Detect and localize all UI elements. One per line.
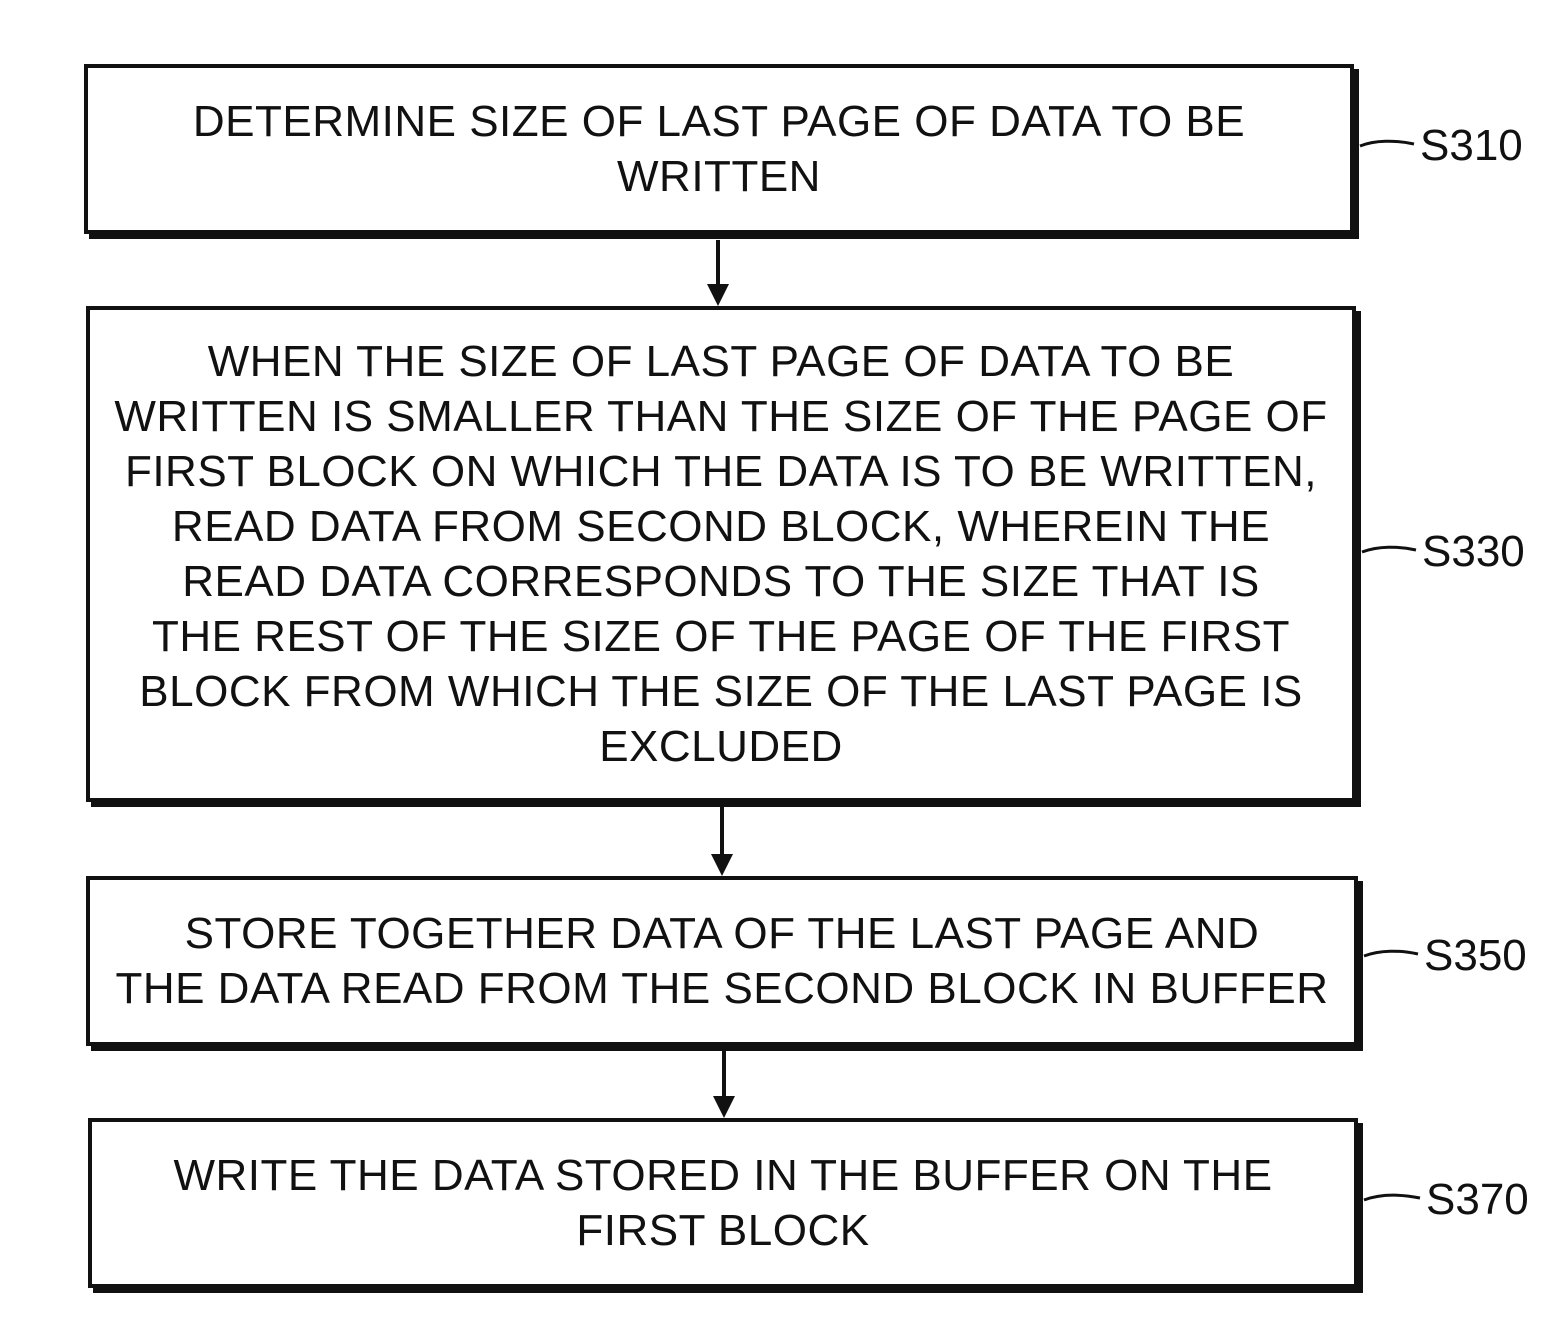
step-label-s350: S350 — [1424, 931, 1527, 980]
step-text-s310: DETERMINE SIZE OF LAST PAGE OF DATA TO B… — [192, 97, 1246, 201]
leader-line-s310 — [1359, 139, 1415, 148]
step-label-s310: S310 — [1420, 121, 1523, 170]
step-text-s350: STORE TOGETHER DATA OF THE LAST PAGE AND… — [115, 909, 1329, 1013]
step-text-s370: WRITE THE DATA STORED IN THE BUFFER ON T… — [173, 1151, 1273, 1255]
arrow-s330-to-s350 — [711, 807, 733, 876]
leader-line-s330 — [1361, 545, 1417, 554]
leader-line-s350 — [1363, 949, 1419, 958]
leader-line-s370 — [1363, 1193, 1421, 1202]
arrow-s310-to-s330 — [707, 240, 729, 306]
step-box-s350: STORE TOGETHER DATA OF THE LAST PAGE AND… — [86, 876, 1358, 1046]
step-box-s330: WHEN THE SIZE OF LAST PAGE OF DATA TO BE… — [86, 306, 1356, 802]
step-label-s330: S330 — [1422, 527, 1525, 576]
step-text-s330: WHEN THE SIZE OF LAST PAGE OF DATA TO BE… — [114, 337, 1328, 771]
step-box-s370: WRITE THE DATA STORED IN THE BUFFER ON T… — [88, 1118, 1358, 1288]
step-box-s310: DETERMINE SIZE OF LAST PAGE OF DATA TO B… — [84, 64, 1354, 234]
step-label-s370: S370 — [1426, 1175, 1529, 1224]
arrow-s350-to-s370 — [713, 1051, 735, 1118]
